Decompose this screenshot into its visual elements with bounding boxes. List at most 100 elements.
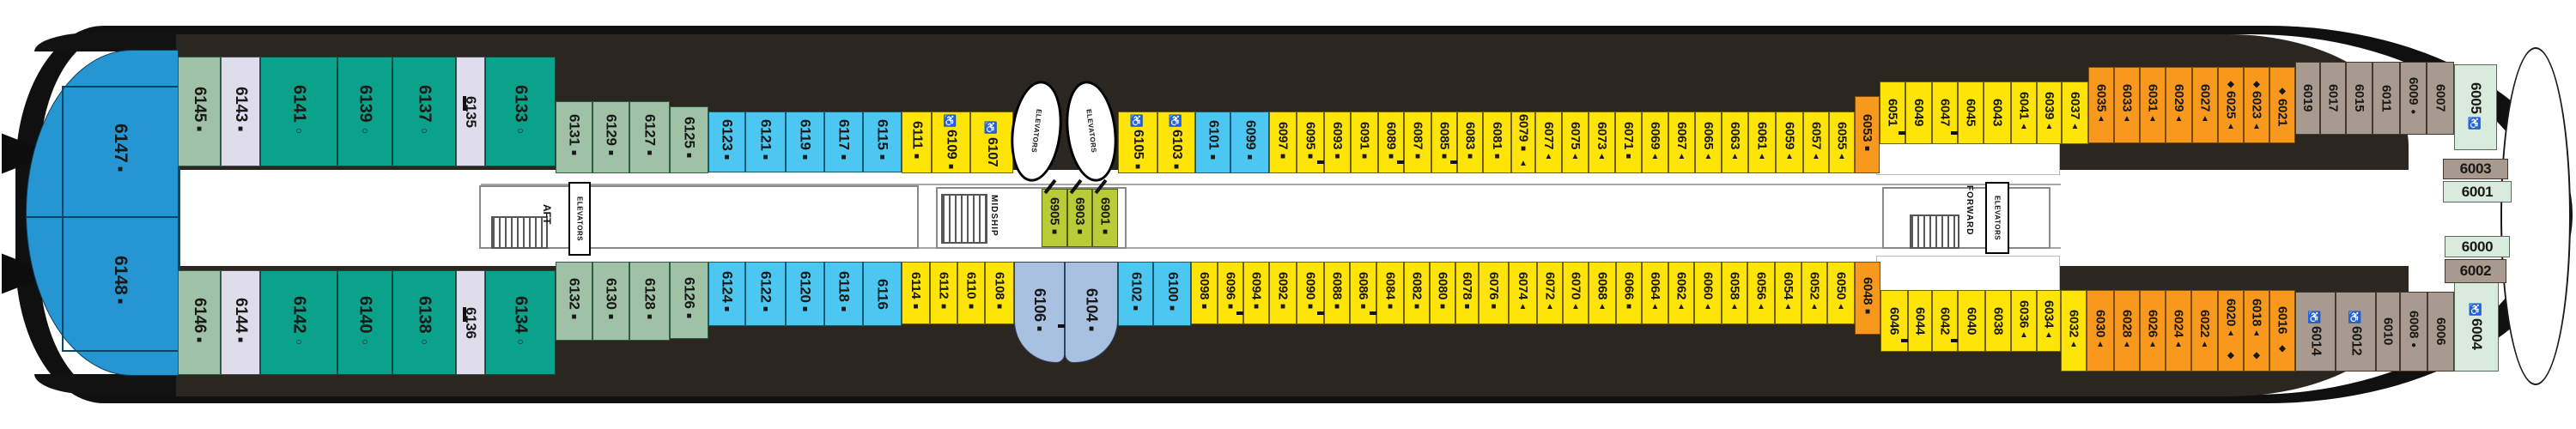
- cabin-6002[interactable]: 6002: [2445, 259, 2506, 283]
- cabin-6088[interactable]: 6088■: [1324, 262, 1350, 324]
- cabin-6029[interactable]: 6029▲: [2166, 67, 2192, 143]
- cabin-6082[interactable]: 6082■: [1404, 262, 1430, 324]
- cabin-6905[interactable]: 6905■: [1042, 178, 1067, 247]
- cabin-6067[interactable]: 6067▲: [1668, 112, 1695, 173]
- cabin-6050[interactable]: 6050▲: [1827, 262, 1855, 324]
- cabin-6037[interactable]: 6037▲: [2062, 82, 2088, 144]
- cabin-6040[interactable]: 6040: [1958, 290, 1985, 352]
- cabin-6051[interactable]: 6051: [1880, 82, 1911, 144]
- cabin-6148[interactable]: 6148■: [69, 213, 172, 352]
- cabin-6026[interactable]: 6026▲: [2140, 290, 2166, 372]
- cabin-6022[interactable]: 6022▲: [2191, 290, 2218, 372]
- cabin-6075[interactable]: 6075▲: [1562, 112, 1589, 173]
- cabin-6116[interactable]: 6116: [863, 262, 902, 326]
- cabin-6039[interactable]: 6039▲: [2037, 82, 2062, 144]
- cabin-6141[interactable]: 6141○: [260, 57, 337, 166]
- cabin-6105[interactable]: ♿6105■: [1118, 112, 1157, 173]
- cabin-6008[interactable]: 6008●: [2400, 292, 2427, 372]
- cabin-6070[interactable]: 6070▲: [1563, 262, 1589, 324]
- cabin-6086[interactable]: 6086■: [1350, 262, 1382, 324]
- cabin-6059[interactable]: 6059▲: [1776, 112, 1803, 173]
- cabin-6101[interactable]: 6101■: [1195, 112, 1230, 173]
- cabin-6128[interactable]: 6128■: [629, 262, 670, 341]
- cabin-6104[interactable]: 6104■: [1065, 262, 1118, 363]
- cabin-6076[interactable]: 6076■: [1479, 262, 1509, 324]
- cabin-6120[interactable]: 6120■: [786, 262, 824, 326]
- cabin-6042[interactable]: 6042: [1932, 290, 1964, 352]
- cabin-6110[interactable]: 6110■: [957, 262, 985, 324]
- cabin-6903[interactable]: 6903■: [1067, 178, 1092, 247]
- cabin-6145[interactable]: 6145■: [178, 57, 221, 166]
- cabin-6057[interactable]: 6057▲: [1803, 112, 1829, 173]
- cabin-6098[interactable]: 6098■: [1191, 262, 1218, 324]
- cabin-6132[interactable]: 6132■: [556, 262, 592, 341]
- cabin-6109[interactable]: ♿6109■: [932, 112, 970, 173]
- cabin-6095[interactable]: 6095■: [1297, 112, 1330, 173]
- cabin-6124[interactable]: 6124■: [708, 262, 745, 326]
- cabin-6146[interactable]: 6146■: [178, 270, 221, 375]
- cabin-6032[interactable]: 6032▲: [2061, 290, 2087, 372]
- cabin-6010[interactable]: 6010: [2376, 292, 2400, 372]
- cabin-6046[interactable]: 6046: [1880, 290, 1914, 352]
- cabin-6123[interactable]: 6123■: [708, 112, 745, 172]
- cabin-6084[interactable]: 6084■: [1376, 262, 1404, 324]
- cabin-6030[interactable]: 6030▲: [2087, 290, 2114, 372]
- cabin-6093[interactable]: 6093■: [1324, 112, 1351, 173]
- cabin-6078[interactable]: 6078■: [1455, 262, 1479, 324]
- cabin-6901[interactable]: 6901■: [1092, 178, 1118, 247]
- cabin-6103[interactable]: ♿6103■: [1157, 112, 1195, 173]
- cabin-6133[interactable]: 6133○: [485, 57, 556, 166]
- cabin-6106[interactable]: 6106■: [1014, 262, 1071, 363]
- cabin-6045[interactable]: 6045: [1958, 82, 1984, 144]
- cabin-6024[interactable]: 6024▲: [2166, 290, 2191, 372]
- cabin-6063[interactable]: 6063▲: [1722, 112, 1748, 173]
- cabin-6077[interactable]: 6077▲: [1535, 112, 1562, 173]
- cabin-6137[interactable]: 6137○: [392, 57, 456, 166]
- cabin-6062[interactable]: 6062▲: [1668, 262, 1694, 324]
- cabin-6074[interactable]: 6074▲: [1509, 262, 1537, 324]
- cabin-6094[interactable]: 6094■: [1243, 262, 1269, 324]
- cabin-6061[interactable]: 6061▲: [1748, 112, 1776, 173]
- cabin-6147[interactable]: 6147■: [69, 82, 172, 219]
- cabin-6122[interactable]: 6122■: [745, 262, 786, 326]
- cabin-6073[interactable]: 6073▲: [1589, 112, 1615, 173]
- cabin-6048[interactable]: 6048■: [1855, 262, 1880, 335]
- cabin-6018[interactable]: 6018▲◆: [2244, 290, 2269, 372]
- cabin-6136[interactable]: 6136: [456, 270, 485, 375]
- cabin-6049[interactable]: 6049: [1905, 82, 1932, 144]
- cabin-6125[interactable]: 6125■: [670, 106, 708, 173]
- cabin-6097[interactable]: 6097■: [1269, 112, 1297, 173]
- cabin-6099[interactable]: 6099■: [1230, 112, 1269, 173]
- cabin-6041[interactable]: 6041▲: [2011, 82, 2037, 144]
- cabin-6025[interactable]: ◆6025▲: [2218, 67, 2244, 143]
- cabin-6081[interactable]: 6081■: [1483, 112, 1511, 173]
- cabin-6052[interactable]: 6052▲: [1801, 262, 1827, 324]
- cabin-6102[interactable]: 6102■: [1118, 262, 1153, 326]
- cabin-6111[interactable]: 6111■: [902, 112, 932, 173]
- cabin-6038[interactable]: 6038: [1985, 290, 2011, 352]
- cabin-6131[interactable]: 6131■: [556, 101, 592, 173]
- cabin-6009[interactable]: 6009●: [2400, 62, 2427, 135]
- cabin-6054[interactable]: 6054▲: [1775, 262, 1801, 324]
- cabin-6005[interactable]: 6005♿: [2454, 64, 2497, 150]
- cabin-6044[interactable]: 6044: [1908, 290, 1932, 352]
- cabin-6118[interactable]: 6118■: [824, 262, 863, 326]
- cabin-6006[interactable]: 6006: [2427, 292, 2454, 372]
- cabin-6015[interactable]: 6015: [2346, 62, 2372, 135]
- cabin-6140[interactable]: 6140○: [337, 270, 392, 375]
- cabin-6117[interactable]: 6117■: [824, 112, 863, 172]
- cabin-6056[interactable]: 6056▲: [1747, 262, 1775, 324]
- cabin-6035[interactable]: 6035▲: [2088, 67, 2114, 143]
- cabin-6036[interactable]: 6036▲: [2011, 290, 2037, 352]
- cabin-6053[interactable]: 6053■: [1855, 96, 1880, 173]
- cabin-6112[interactable]: 6112■: [930, 262, 957, 324]
- cabin-6115[interactable]: 6115■: [863, 112, 902, 172]
- cabin-6142[interactable]: 6142○: [260, 270, 337, 375]
- cabin-6083[interactable]: 6083■: [1457, 112, 1483, 173]
- cabin-6126[interactable]: 6126■: [670, 262, 708, 339]
- cabin-6089[interactable]: 6089■: [1378, 112, 1410, 173]
- cabin-6066[interactable]: 6066■: [1616, 262, 1642, 324]
- cabin-6011[interactable]: 6011: [2372, 62, 2400, 135]
- cabin-6107[interactable]: ♿6107: [970, 112, 1013, 173]
- cabin-6064[interactable]: 6064▲: [1642, 262, 1668, 324]
